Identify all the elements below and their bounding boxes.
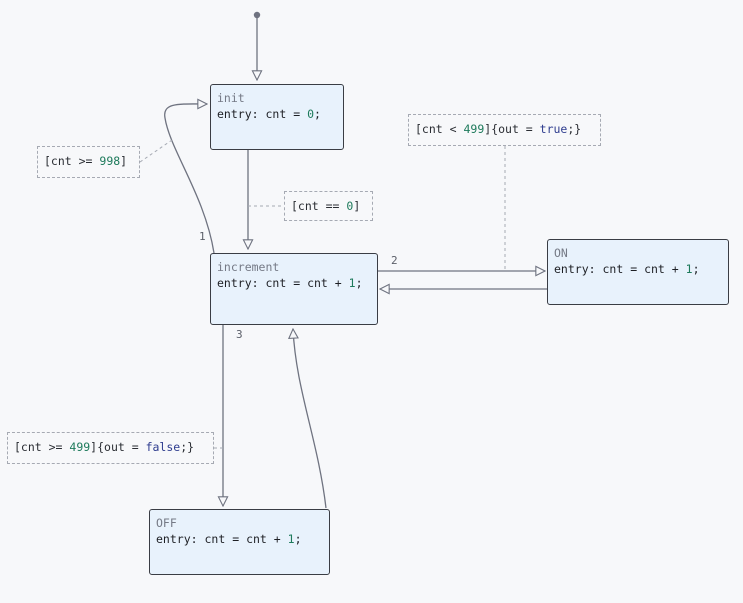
edge-increment-to-init [164,104,215,254]
state-name: init [217,91,245,105]
guard-label-reset: [cnt >= 998] [37,146,140,178]
entry-action: entry: cnt = cnt + 1; [554,262,700,276]
entry-action: entry: cnt = cnt + 1; [156,532,302,546]
edge-order-label-2: 2 [391,254,398,267]
guard-label-on: [cnt < 499]{out = true;} [408,114,601,146]
edge-order-label-3: 3 [236,328,243,341]
state-init[interactable]: init entry: cnt = 0; [210,84,344,150]
state-on[interactable]: ON entry: cnt = cnt + 1; [547,239,729,305]
state-name: OFF [156,516,177,530]
state-name: increment [217,260,280,274]
state-increment[interactable]: increment entry: cnt = cnt + 1; [210,253,378,325]
entry-action: entry: cnt = cnt + 1; [217,276,363,290]
guard-connector-reset [139,139,173,163]
guard-label-off: [cnt >= 499]{out = false;} [7,432,214,464]
entry-action: entry: cnt = 0; [217,107,321,121]
state-name: ON [554,246,568,260]
edge-order-label-1: 1 [199,230,206,243]
guard-label-start: [cnt == 0] [284,191,373,221]
edge-off-to-increment [293,329,327,509]
state-off[interactable]: OFF entry: cnt = cnt + 1; [149,509,330,575]
